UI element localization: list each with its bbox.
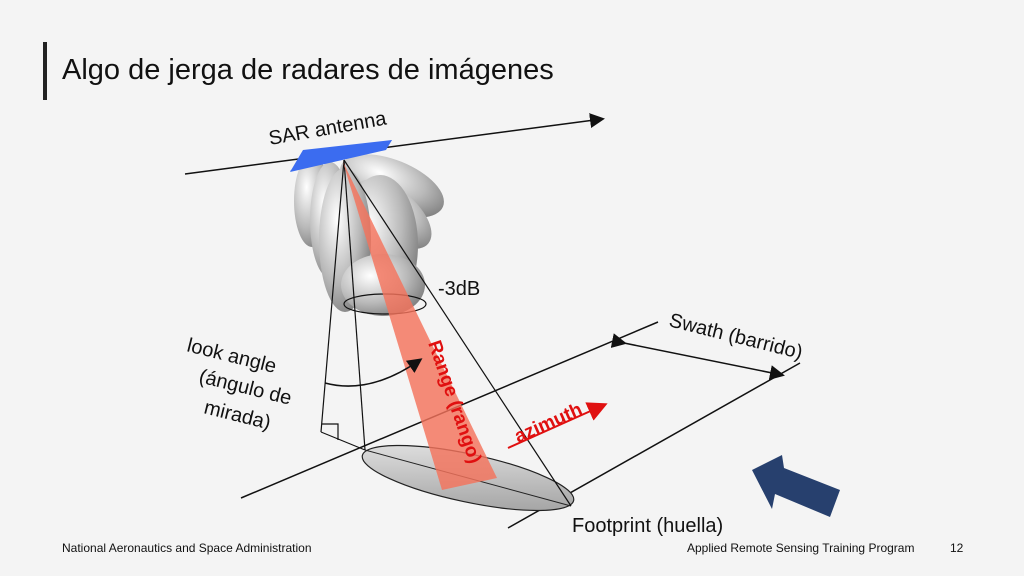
azimuth-label: azimuth	[511, 399, 585, 447]
right-angle-marker	[322, 423, 339, 440]
beam-cone-lines	[320, 159, 572, 507]
page-number: 12	[950, 541, 964, 555]
flight-track	[184, 113, 605, 175]
look-angle-arc	[324, 358, 423, 387]
navy-direction-arrow	[752, 455, 840, 517]
db-label: -3dB	[438, 278, 480, 300]
footer-program: Applied Remote Sensing Training Program	[687, 541, 915, 555]
azimuth-arrow	[507, 402, 608, 449]
footer-organization: National Aeronautics and Space Administr…	[62, 541, 312, 555]
slide-title: Algo de jerga de radares de imágenes	[62, 54, 554, 86]
title-accent-bar	[43, 42, 47, 100]
range-beam	[343, 162, 497, 490]
swath-arrow	[610, 333, 785, 380]
look-angle-label-line1: look angle	[185, 335, 279, 378]
footprint-label: Footprint (huella)	[572, 515, 723, 537]
